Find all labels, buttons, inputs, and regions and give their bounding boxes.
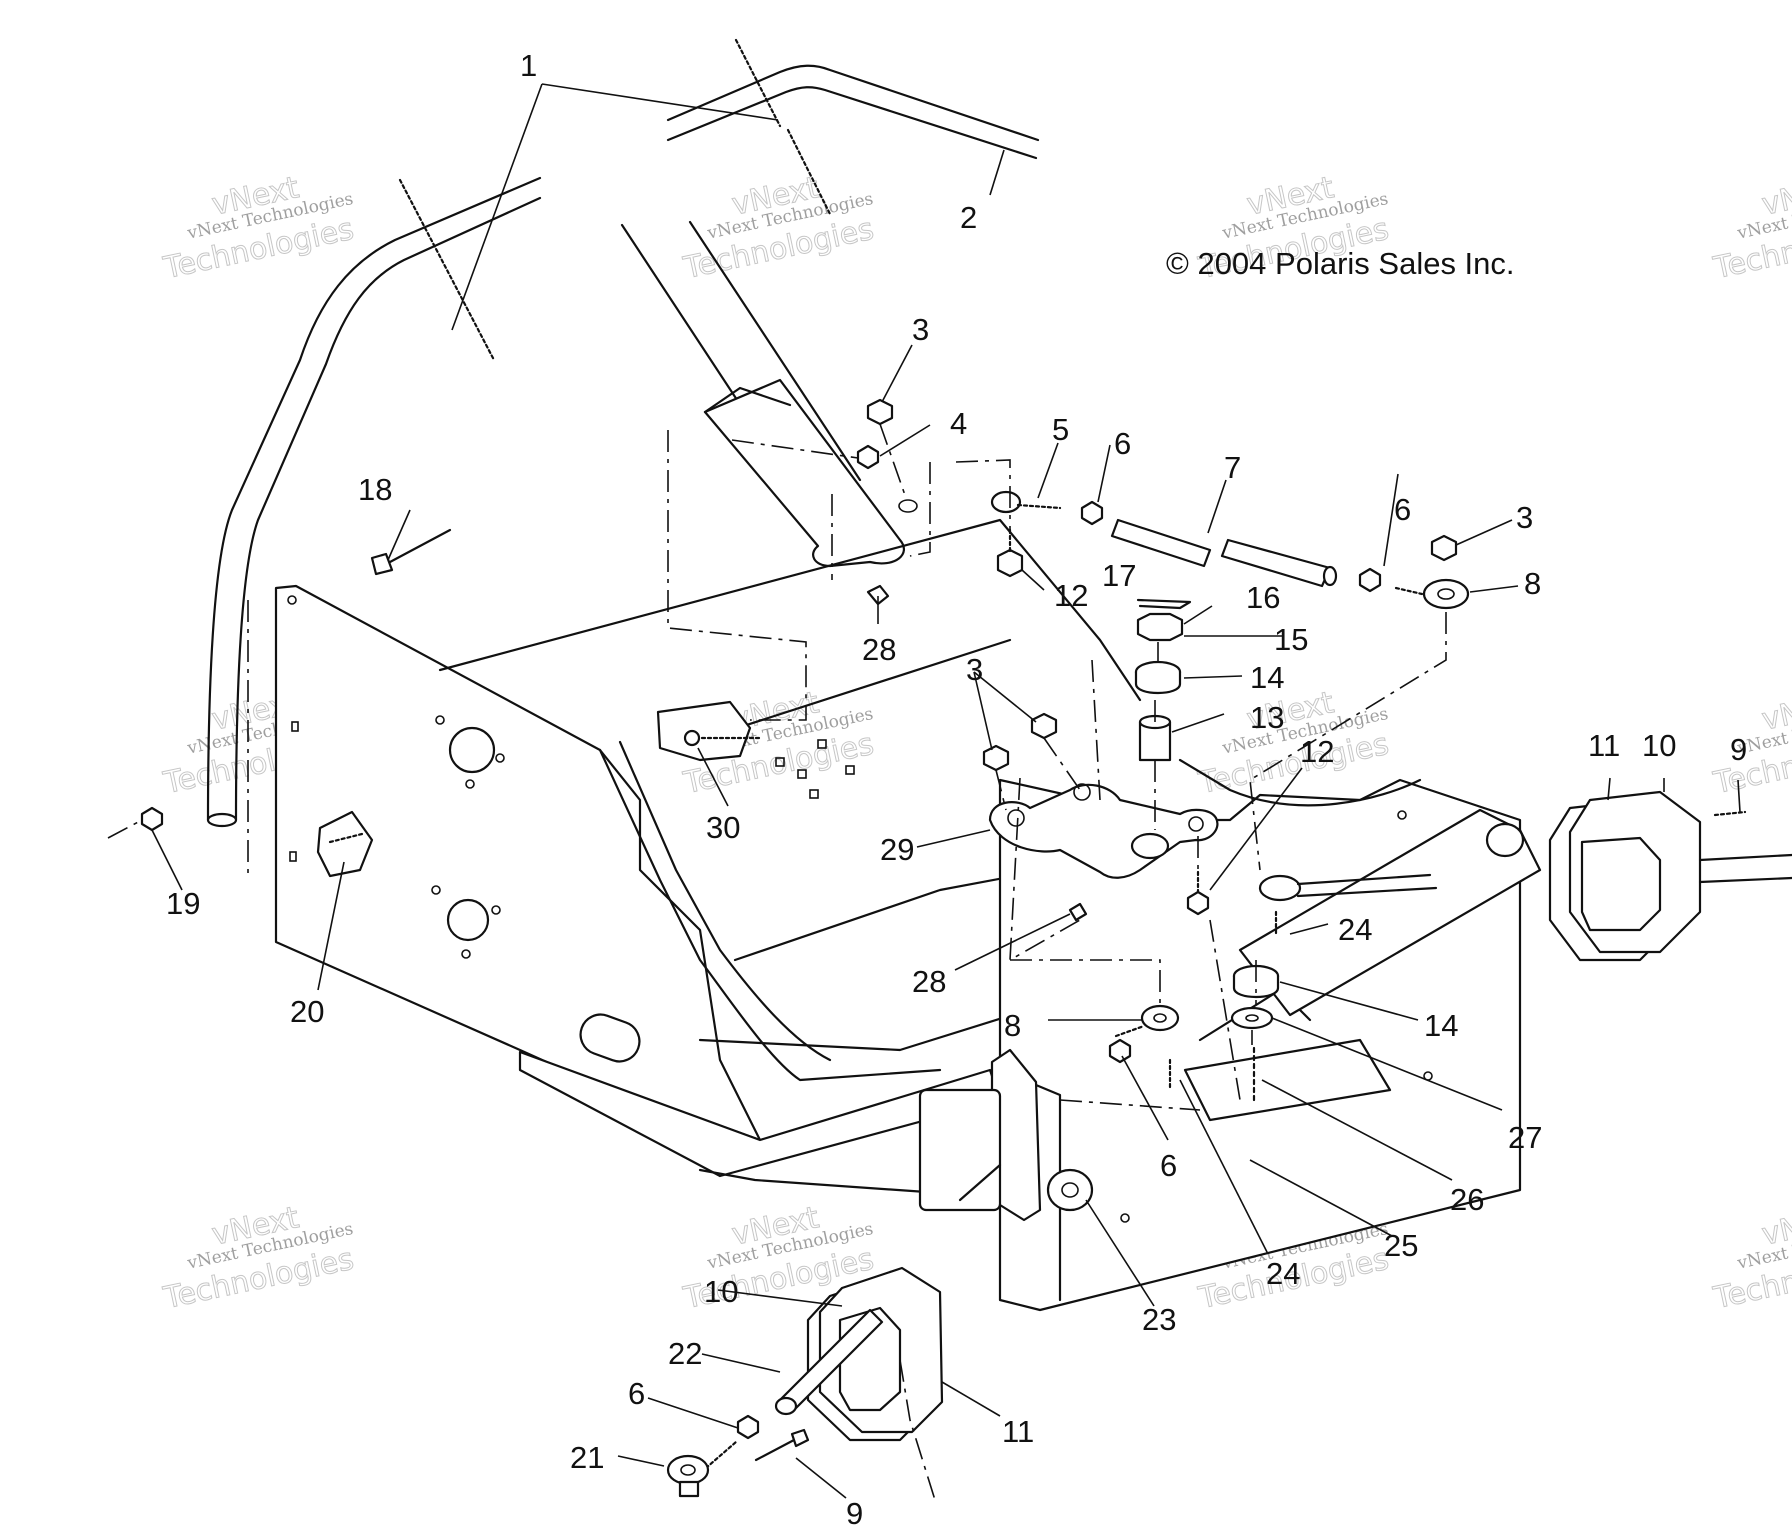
callout-30: 30 — [706, 810, 740, 845]
callouts: 1 2 3 3 3 4 5 6 6 6 6 7 8 8 9 9 10 10 11… — [166, 48, 1747, 1531]
pin-9-bottom — [754, 1428, 810, 1462]
callout-6: 6 — [1394, 492, 1411, 527]
rear-handlebar — [206, 176, 542, 828]
callout-4: 4 — [950, 406, 967, 441]
callout-15: 15 — [1274, 622, 1308, 657]
nut-6-top — [1080, 500, 1104, 526]
callout-8: 8 — [1524, 566, 1541, 601]
washer-27 — [1230, 1006, 1274, 1030]
callout-25: 25 — [1384, 1228, 1418, 1263]
callout-27: 27 — [1508, 1120, 1542, 1155]
pivot-bracket — [918, 1048, 1094, 1222]
leader-lines — [151, 83, 1741, 1499]
callout-5: 5 — [1052, 412, 1069, 447]
watermark: vNext vNext Technologies Technologies — [680, 170, 878, 287]
callout-11: 11 — [1588, 728, 1620, 763]
callout-9: 9 — [1730, 732, 1747, 767]
callout-6: 6 — [1160, 1148, 1177, 1183]
callout-6: 6 — [628, 1376, 645, 1411]
callout-23: 23 — [1142, 1302, 1176, 1337]
rod-end-24-middle — [1258, 873, 1438, 936]
callout-21: 21 — [570, 1440, 604, 1475]
bracket-30 — [656, 700, 762, 762]
nuts-3-middle — [982, 712, 1058, 772]
callout-29: 29 — [880, 832, 914, 867]
callout-18: 18 — [358, 472, 392, 507]
bolt-12-middle — [1186, 870, 1210, 916]
callout-1: 1 — [520, 48, 537, 83]
cotter-pin-17 — [1136, 598, 1192, 610]
steering-post — [620, 220, 918, 568]
callout-11: 11 — [1002, 1414, 1034, 1449]
bracket-20 — [316, 810, 374, 878]
assembly-lines — [247, 423, 1447, 1501]
callout-3: 3 — [912, 312, 929, 347]
rivet-28-top — [866, 584, 890, 606]
plate-29 — [988, 783, 1219, 879]
callout-12: 12 — [1054, 578, 1088, 613]
nut-19 — [107, 806, 164, 839]
callout-14: 14 — [1424, 1008, 1458, 1043]
callout-24: 24 — [1338, 912, 1372, 947]
callout-13: 13 — [1250, 700, 1284, 735]
callout-22: 22 — [668, 1336, 702, 1371]
callout-6: 6 — [1114, 426, 1131, 461]
bolt-12-top — [996, 528, 1024, 578]
callout-20: 20 — [290, 994, 324, 1029]
callout-17: 17 — [1102, 558, 1136, 593]
callout-2: 2 — [960, 200, 977, 235]
callout-19: 19 — [166, 886, 200, 921]
callout-24: 24 — [1266, 1256, 1300, 1291]
rod-end-8-lower — [1114, 1004, 1180, 1038]
callout-10: 10 — [704, 1274, 738, 1309]
front-handlebar — [666, 64, 1040, 160]
nut-6-bottom — [736, 1414, 760, 1440]
callout-16: 16 — [1246, 580, 1280, 615]
watermark: vNext vNext Technologies Technologies — [1710, 170, 1792, 287]
callout-28: 28 — [912, 964, 946, 999]
plates-10-11-right — [1548, 790, 1792, 962]
copyright-notice: © 2004 Polaris Sales Inc. — [1166, 246, 1515, 281]
shaft-22 — [774, 1308, 884, 1416]
callout-3: 3 — [966, 652, 983, 687]
nut-3-top — [866, 398, 894, 426]
rod-end-21 — [666, 1440, 738, 1498]
rod-end-5 — [990, 490, 1062, 514]
chassis-frame — [274, 518, 1542, 1312]
rivet-28-lower — [1068, 902, 1088, 922]
tube-7 — [1110, 518, 1338, 588]
callout-26: 26 — [1450, 1182, 1484, 1217]
spacer-13 — [1138, 714, 1172, 762]
callout-28: 28 — [862, 632, 896, 667]
callout-9: 9 — [846, 1496, 863, 1531]
nut-16 — [1136, 612, 1184, 642]
rivet-18 — [370, 528, 452, 576]
bushing-14-top — [1134, 660, 1182, 694]
nut-4 — [856, 444, 880, 470]
callout-8: 8 — [1004, 1008, 1021, 1043]
watermark: vNext vNext Technologies Technologies — [160, 170, 358, 287]
callout-3: 3 — [1516, 500, 1533, 535]
callout-14: 14 — [1250, 660, 1284, 695]
callout-12: 12 — [1300, 734, 1334, 769]
nut-3-right — [1430, 534, 1458, 562]
plates-10-11-lower — [806, 1266, 944, 1442]
callout-7: 7 — [1224, 450, 1241, 485]
callout-10: 10 — [1642, 728, 1676, 763]
nut-6-lower — [1108, 1038, 1132, 1064]
rod-end-8-top — [1358, 567, 1470, 610]
watermark: vNext vNext Technologies Technologies — [160, 1200, 358, 1317]
watermark: vNext vNext Technologies Technologies — [1710, 1200, 1792, 1317]
hand-grip-springs — [398, 38, 832, 362]
